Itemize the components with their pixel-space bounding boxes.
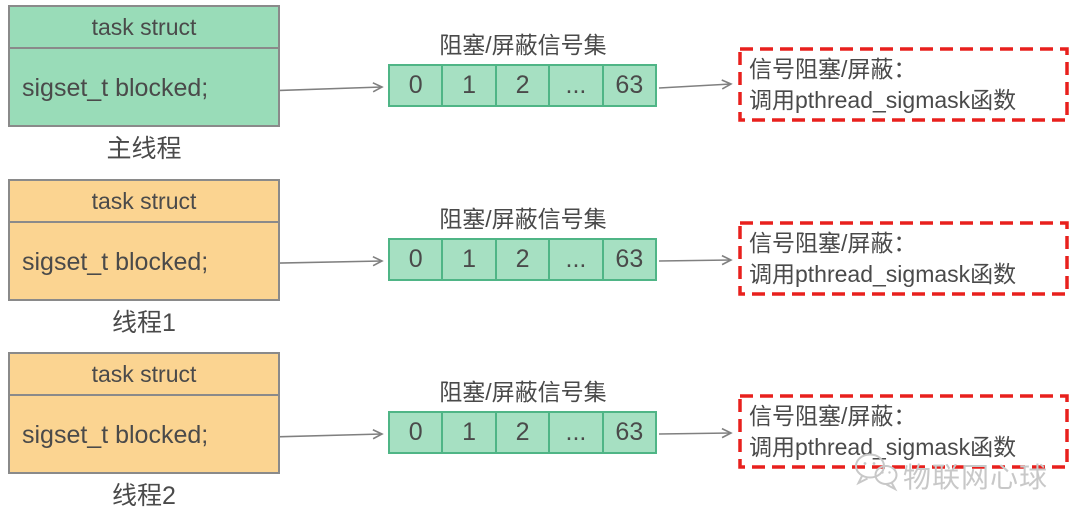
- signal-cell: 2: [494, 66, 548, 105]
- signal-cell: 1: [441, 240, 494, 279]
- pthread-sigmask-note: 信号阻塞/屏蔽： 调用pthread_sigmask函数: [738, 394, 1069, 469]
- dashed-border: [738, 394, 1069, 469]
- task-struct-box: task struct sigset_t blocked;: [8, 179, 280, 301]
- note-line-2: 调用pthread_sigmask函数: [749, 87, 1017, 113]
- arrow-sigset-to-note: [658, 79, 733, 90]
- task-struct-title: task struct: [10, 181, 278, 223]
- signal-cell: 0: [408, 245, 423, 273]
- wechat-icon: [853, 451, 899, 500]
- signal-cell: 2: [494, 413, 548, 452]
- arrow-sigset-to-note: [658, 254, 733, 266]
- signal-cell: 63: [601, 240, 655, 279]
- note-line-2: 调用pthread_sigmask函数: [749, 261, 1017, 287]
- sigset-field: sigset_t blocked;: [22, 247, 209, 276]
- thread-row-1: task struct sigset_t blocked; 线程1 阻塞/屏蔽信…: [0, 174, 1086, 347]
- pthread-sigmask-note: 信号阻塞/屏蔽： 调用pthread_sigmask函数: [738, 47, 1069, 122]
- sigset-field: sigset_t blocked;: [22, 420, 209, 449]
- signal-cell: 2: [494, 240, 548, 279]
- note-line-1: 信号阻塞/屏蔽：: [749, 56, 917, 82]
- signal-cell: ...: [548, 66, 601, 105]
- thread-label: 线程1: [112, 309, 176, 337]
- note-line-1: 信号阻塞/屏蔽：: [749, 403, 917, 429]
- note-line-2: 调用pthread_sigmask函数: [749, 434, 1017, 460]
- watermark: 物联网心球: [853, 451, 1048, 500]
- signal-cell: 0: [408, 418, 423, 446]
- dashed-border: [738, 221, 1069, 296]
- signal-set-label: 阻塞/屏蔽信号集: [439, 379, 607, 405]
- watermark-text: 物联网心球: [903, 461, 1049, 493]
- signal-cell: 1: [441, 413, 494, 452]
- thread-row-main: task struct sigset_t blocked; 主线程 阻塞/屏蔽信…: [0, 0, 1086, 173]
- dashed-border: [738, 47, 1069, 122]
- thread-label: 主线程: [106, 135, 182, 163]
- signal-cell: ...: [548, 413, 601, 452]
- note-text: 信号阻塞/屏蔽： 调用pthread_sigmask函数: [738, 221, 1069, 290]
- note-text: 信号阻塞/屏蔽： 调用pthread_sigmask函数: [738, 394, 1069, 463]
- task-struct-box: task struct sigset_t blocked;: [8, 352, 280, 474]
- task-struct-title: task struct: [10, 7, 278, 49]
- signal-set-cells: 0 1 2 ... 63: [388, 64, 657, 107]
- signal-set-cells: 0 1 2 ... 63: [388, 411, 657, 454]
- arrow-sigset-to-note: [658, 427, 733, 439]
- signal-cell: 63: [601, 413, 655, 452]
- sigset-field: sigset_t blocked;: [22, 73, 209, 102]
- signal-cell: 63: [601, 66, 655, 105]
- thread-row-2: task struct sigset_t blocked; 线程2 阻塞/屏蔽信…: [0, 347, 1086, 519]
- signal-set-label: 阻塞/屏蔽信号集: [439, 32, 607, 58]
- task-struct-box: task struct sigset_t blocked;: [8, 5, 280, 127]
- signal-cell: 0: [408, 71, 423, 99]
- task-struct-title: task struct: [10, 354, 278, 396]
- signal-set-cells: 0 1 2 ... 63: [388, 238, 657, 281]
- pthread-sigmask-note: 信号阻塞/屏蔽： 调用pthread_sigmask函数: [738, 221, 1069, 296]
- note-line-1: 信号阻塞/屏蔽：: [749, 230, 917, 256]
- thread-label: 线程2: [112, 482, 176, 510]
- signal-cell: 1: [441, 66, 494, 105]
- signal-cell: ...: [548, 240, 601, 279]
- note-text: 信号阻塞/屏蔽： 调用pthread_sigmask函数: [738, 47, 1069, 116]
- signal-set-label: 阻塞/屏蔽信号集: [439, 206, 607, 232]
